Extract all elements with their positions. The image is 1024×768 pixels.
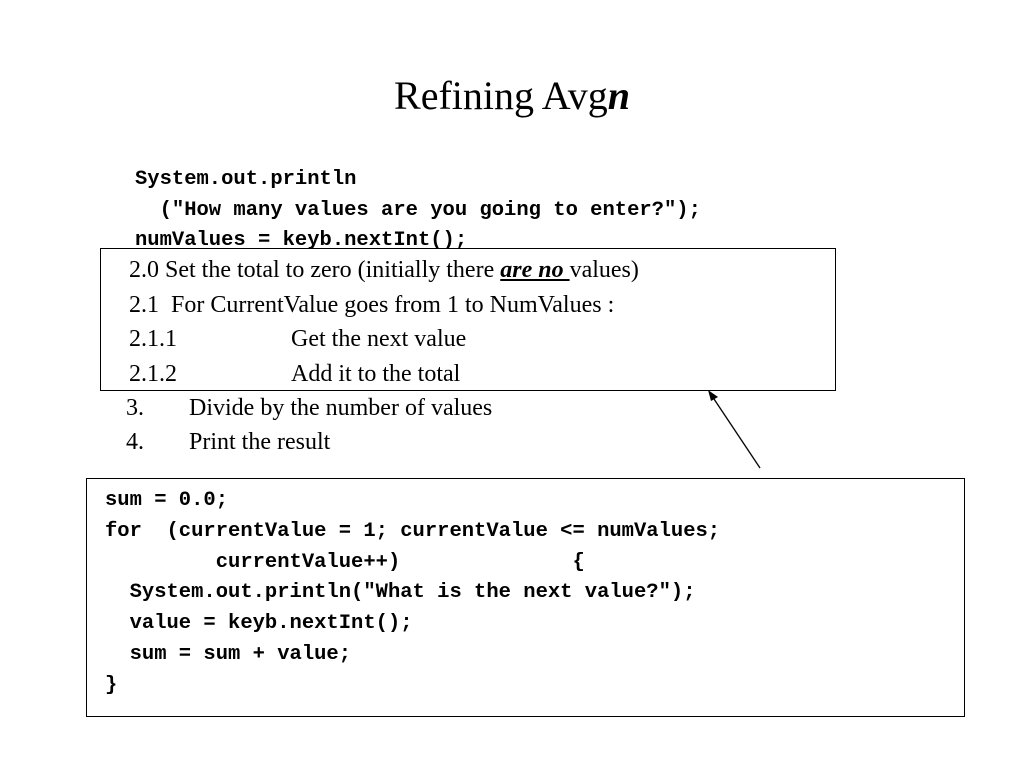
code-line: value = keyb.nextInt(); bbox=[105, 612, 413, 636]
title-emphasis: n bbox=[607, 73, 630, 118]
top-code-line: System.out.println bbox=[135, 168, 357, 191]
code-line: System.out.println("What is the next val… bbox=[105, 581, 696, 605]
code-line: sum = sum + value; bbox=[105, 642, 352, 666]
step-4-text: Print the result bbox=[189, 429, 331, 455]
top-code-block: System.out.println ("How many values are… bbox=[135, 165, 701, 257]
code-line: } bbox=[105, 673, 118, 697]
code-box-block: sum = 0.0; for (currentValue = 1; curren… bbox=[105, 486, 720, 702]
code-box: sum = 0.0; for (currentValue = 1; curren… bbox=[86, 478, 965, 717]
step-4: 4. Print the result bbox=[126, 427, 330, 457]
step-2-1: 2.1 For CurrentValue goes from 1 to NumV… bbox=[129, 292, 615, 318]
step-3-text: Divide by the number of values bbox=[189, 395, 493, 421]
slide-title: Refining Avgn bbox=[0, 66, 1024, 126]
step-2-0: 2.0 Set the total to zero (initially the… bbox=[129, 255, 639, 285]
step-2-1-1: 2.1.1 Get the next value bbox=[129, 324, 466, 354]
step-2-1-2: 2.1.2 Add it to the total bbox=[129, 359, 460, 389]
step-2-0-tail: values) bbox=[569, 257, 639, 283]
step-3: 3. Divide by the number of values bbox=[126, 393, 492, 423]
step-2-0-emphasis: are no bbox=[500, 257, 570, 283]
title-text: Refining Avg bbox=[394, 73, 608, 118]
top-code-line: numValues = keyb.nextInt(); bbox=[135, 229, 468, 252]
step-2-0-text: 2.0 Set the total to zero (initially the… bbox=[129, 257, 501, 283]
code-line: currentValue++) { bbox=[105, 550, 585, 574]
top-code-line: ("How many values are you going to enter… bbox=[135, 198, 701, 222]
step-2-1-2-num: 2.1.2 bbox=[129, 361, 177, 387]
arrow-head bbox=[708, 390, 718, 401]
code-line: sum = 0.0; bbox=[105, 489, 229, 512]
arrow-line bbox=[711, 395, 761, 469]
steps-box: 2.0 Set the total to zero (initially the… bbox=[100, 248, 836, 391]
step-3-num: 3. bbox=[126, 395, 144, 421]
step-2-1-2-text: Add it to the total bbox=[291, 361, 461, 387]
step-4-num: 4. bbox=[126, 429, 144, 455]
code-line: for (currentValue = 1; currentValue <= n… bbox=[105, 519, 721, 543]
step-2-1-1-num: 2.1.1 bbox=[129, 326, 177, 352]
step-2-1-1-text: Get the next value bbox=[291, 326, 467, 352]
